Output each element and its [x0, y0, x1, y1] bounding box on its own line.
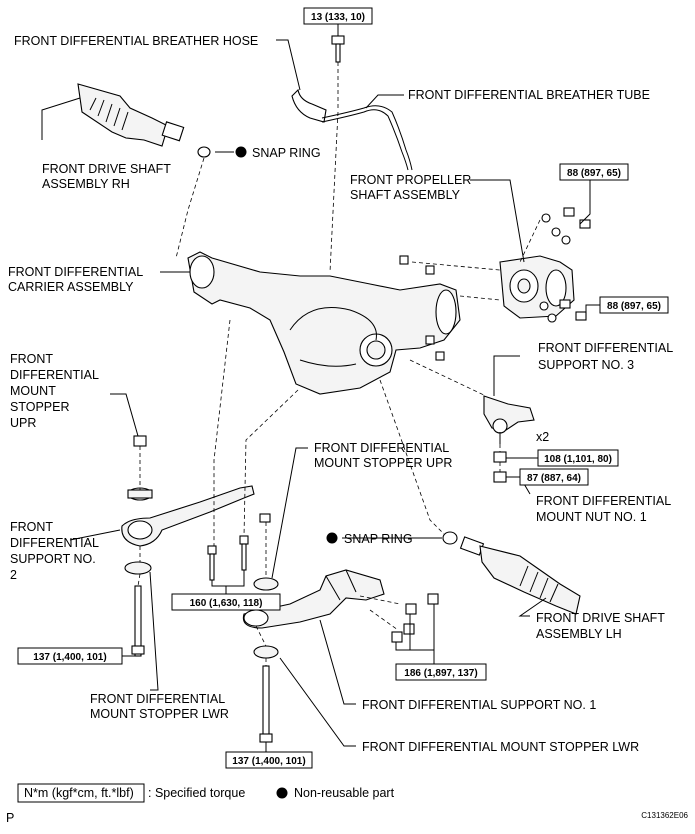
torque-box-13: 13 (133, 10): [303, 7, 373, 25]
propeller-bolts: [539, 207, 591, 323]
label-stopper-lwr-left-line1: FRONT DIFFERENTIAL: [90, 692, 225, 706]
assembly-lines: [137, 111, 541, 666]
support-no2-bolts: [207, 535, 249, 581]
label-support3-line1: FRONT DIFFERENTIAL: [538, 341, 673, 355]
breather-hose: [291, 88, 327, 123]
breather-bolt: [331, 35, 345, 63]
torque-box-108: 108 (1,101, 80): [537, 449, 619, 467]
support-no1-bolts: [391, 593, 439, 643]
legend-specified: : Specified torque: [148, 786, 245, 800]
label-carrier-line2: CARRIER ASSEMBLY: [8, 280, 134, 294]
snap-ring-rh: [197, 146, 211, 158]
legend: N*m (kgf*cm, ft.*lbf) : Specified torque…: [17, 783, 395, 803]
legend-dot: [276, 787, 288, 799]
torque-box-88-top: 88 (897, 65): [559, 163, 629, 181]
stopper-upr-mid-part: [253, 513, 279, 591]
label-propeller-line2: SHAFT ASSEMBLY: [350, 188, 461, 202]
legend-non-reusable: Non-reusable part: [294, 786, 395, 800]
label-stopper-upr-left-line2: DIFFERENTIAL: [10, 368, 99, 382]
torque-108-text: 108 (1,101, 80): [544, 454, 612, 465]
label-breather-hose: FRONT DIFFERENTIAL BREATHER HOSE: [14, 34, 258, 48]
torque-box-160: 160 (1,630, 118): [171, 593, 281, 611]
carrier-nuts: [399, 255, 445, 361]
torque-87-text: 87 (887, 64): [527, 473, 581, 484]
support-no1-part: [242, 569, 385, 629]
snap-ring-lh: [442, 531, 458, 545]
non-reusable-dot-top: [235, 146, 247, 158]
label-stopper-upr-left-line1: FRONT: [10, 352, 53, 366]
footer-page-letter: P: [6, 811, 14, 825]
torque-88b-text: 88 (897, 65): [607, 301, 661, 312]
differential-carrier: [187, 251, 461, 395]
torque-137b-text: 137 (1,400, 101): [232, 756, 305, 767]
stopper-upr-left-part: [127, 435, 153, 501]
footer-code: C131362E06: [641, 811, 688, 820]
propeller-shaft: [499, 255, 575, 319]
label-breather-tube: FRONT DIFFERENTIAL BREATHER TUBE: [408, 88, 650, 102]
label-stopper-lwr-left-line2: MOUNT STOPPER LWR: [90, 707, 229, 721]
drive-shaft-lh: [459, 536, 581, 615]
torque-160-text: 160 (1,630, 118): [190, 598, 263, 609]
torque-connectors: [122, 24, 600, 752]
mount-nut-no1: [493, 451, 507, 483]
non-reusable-dot-bottom: [326, 532, 338, 544]
torque-box-137-left: 137 (1,400, 101): [17, 647, 123, 665]
label-snap-ring-top: SNAP RING: [252, 146, 321, 160]
breather-tube: [321, 105, 413, 171]
label-stopper-upr-mid-line1: FRONT DIFFERENTIAL: [314, 441, 449, 455]
torque-box-186: 186 (1,897, 137): [395, 663, 487, 681]
torque-186-text: 186 (1,897, 137): [404, 668, 477, 679]
torque-137a-text: 137 (1,400, 101): [33, 652, 106, 663]
support-no2-part: [121, 485, 255, 547]
label-carrier-line1: FRONT DIFFERENTIAL: [8, 265, 143, 279]
label-drive-shaft-rh-line1: FRONT DRIVE SHAFT: [42, 162, 171, 176]
label-nut1-line2: MOUNT NUT NO. 1: [536, 510, 647, 524]
label-drive-shaft-lh-line2: ASSEMBLY LH: [536, 627, 622, 641]
stopper-lwr-left-part: [124, 561, 152, 657]
legend-unit-box: N*m (kgf*cm, ft.*lbf): [24, 786, 134, 800]
label-support2-line4: 2: [10, 568, 17, 582]
drive-shaft-rh: [77, 83, 185, 147]
label-stopper-upr-left-line3: MOUNT: [10, 384, 56, 398]
label-propeller-line1: FRONT PROPELLER: [350, 173, 471, 187]
label-stopper-lwr-bottom: FRONT DIFFERENTIAL MOUNT STOPPER LWR: [362, 740, 639, 754]
torque-13-text: 13 (133, 10): [311, 12, 365, 23]
label-x2: x2: [536, 430, 549, 444]
label-drive-shaft-lh-line1: FRONT DRIVE SHAFT: [536, 611, 665, 625]
label-snap-ring-bottom: SNAP RING: [344, 532, 413, 546]
label-support2-line2: DIFFERENTIAL: [10, 536, 99, 550]
label-drive-shaft-rh-line2: ASSEMBLY RH: [42, 177, 130, 191]
label-stopper-upr-mid-line2: MOUNT STOPPER UPR: [314, 456, 452, 470]
stopper-lwr-bottom-part: [253, 645, 279, 743]
label-stopper-upr-left-line5: UPR: [10, 416, 36, 430]
label-support3-line2: SUPPORT NO. 3: [538, 358, 634, 372]
torque-88a-text: 88 (897, 65): [567, 168, 621, 179]
label-support2-line3: SUPPORT NO.: [10, 552, 96, 566]
label-support2-line1: FRONT: [10, 520, 53, 534]
torque-box-88-bottom: 88 (897, 65): [599, 296, 669, 314]
label-stopper-upr-left-line4: STOPPER: [10, 400, 70, 414]
torque-box-137-bottom: 137 (1,400, 101): [225, 751, 313, 769]
support-no3: [483, 395, 535, 444]
label-nut1-line1: FRONT DIFFERENTIAL: [536, 494, 671, 508]
torque-box-87: 87 (887, 64): [519, 468, 589, 486]
label-support1: FRONT DIFFERENTIAL SUPPORT NO. 1: [362, 698, 596, 712]
